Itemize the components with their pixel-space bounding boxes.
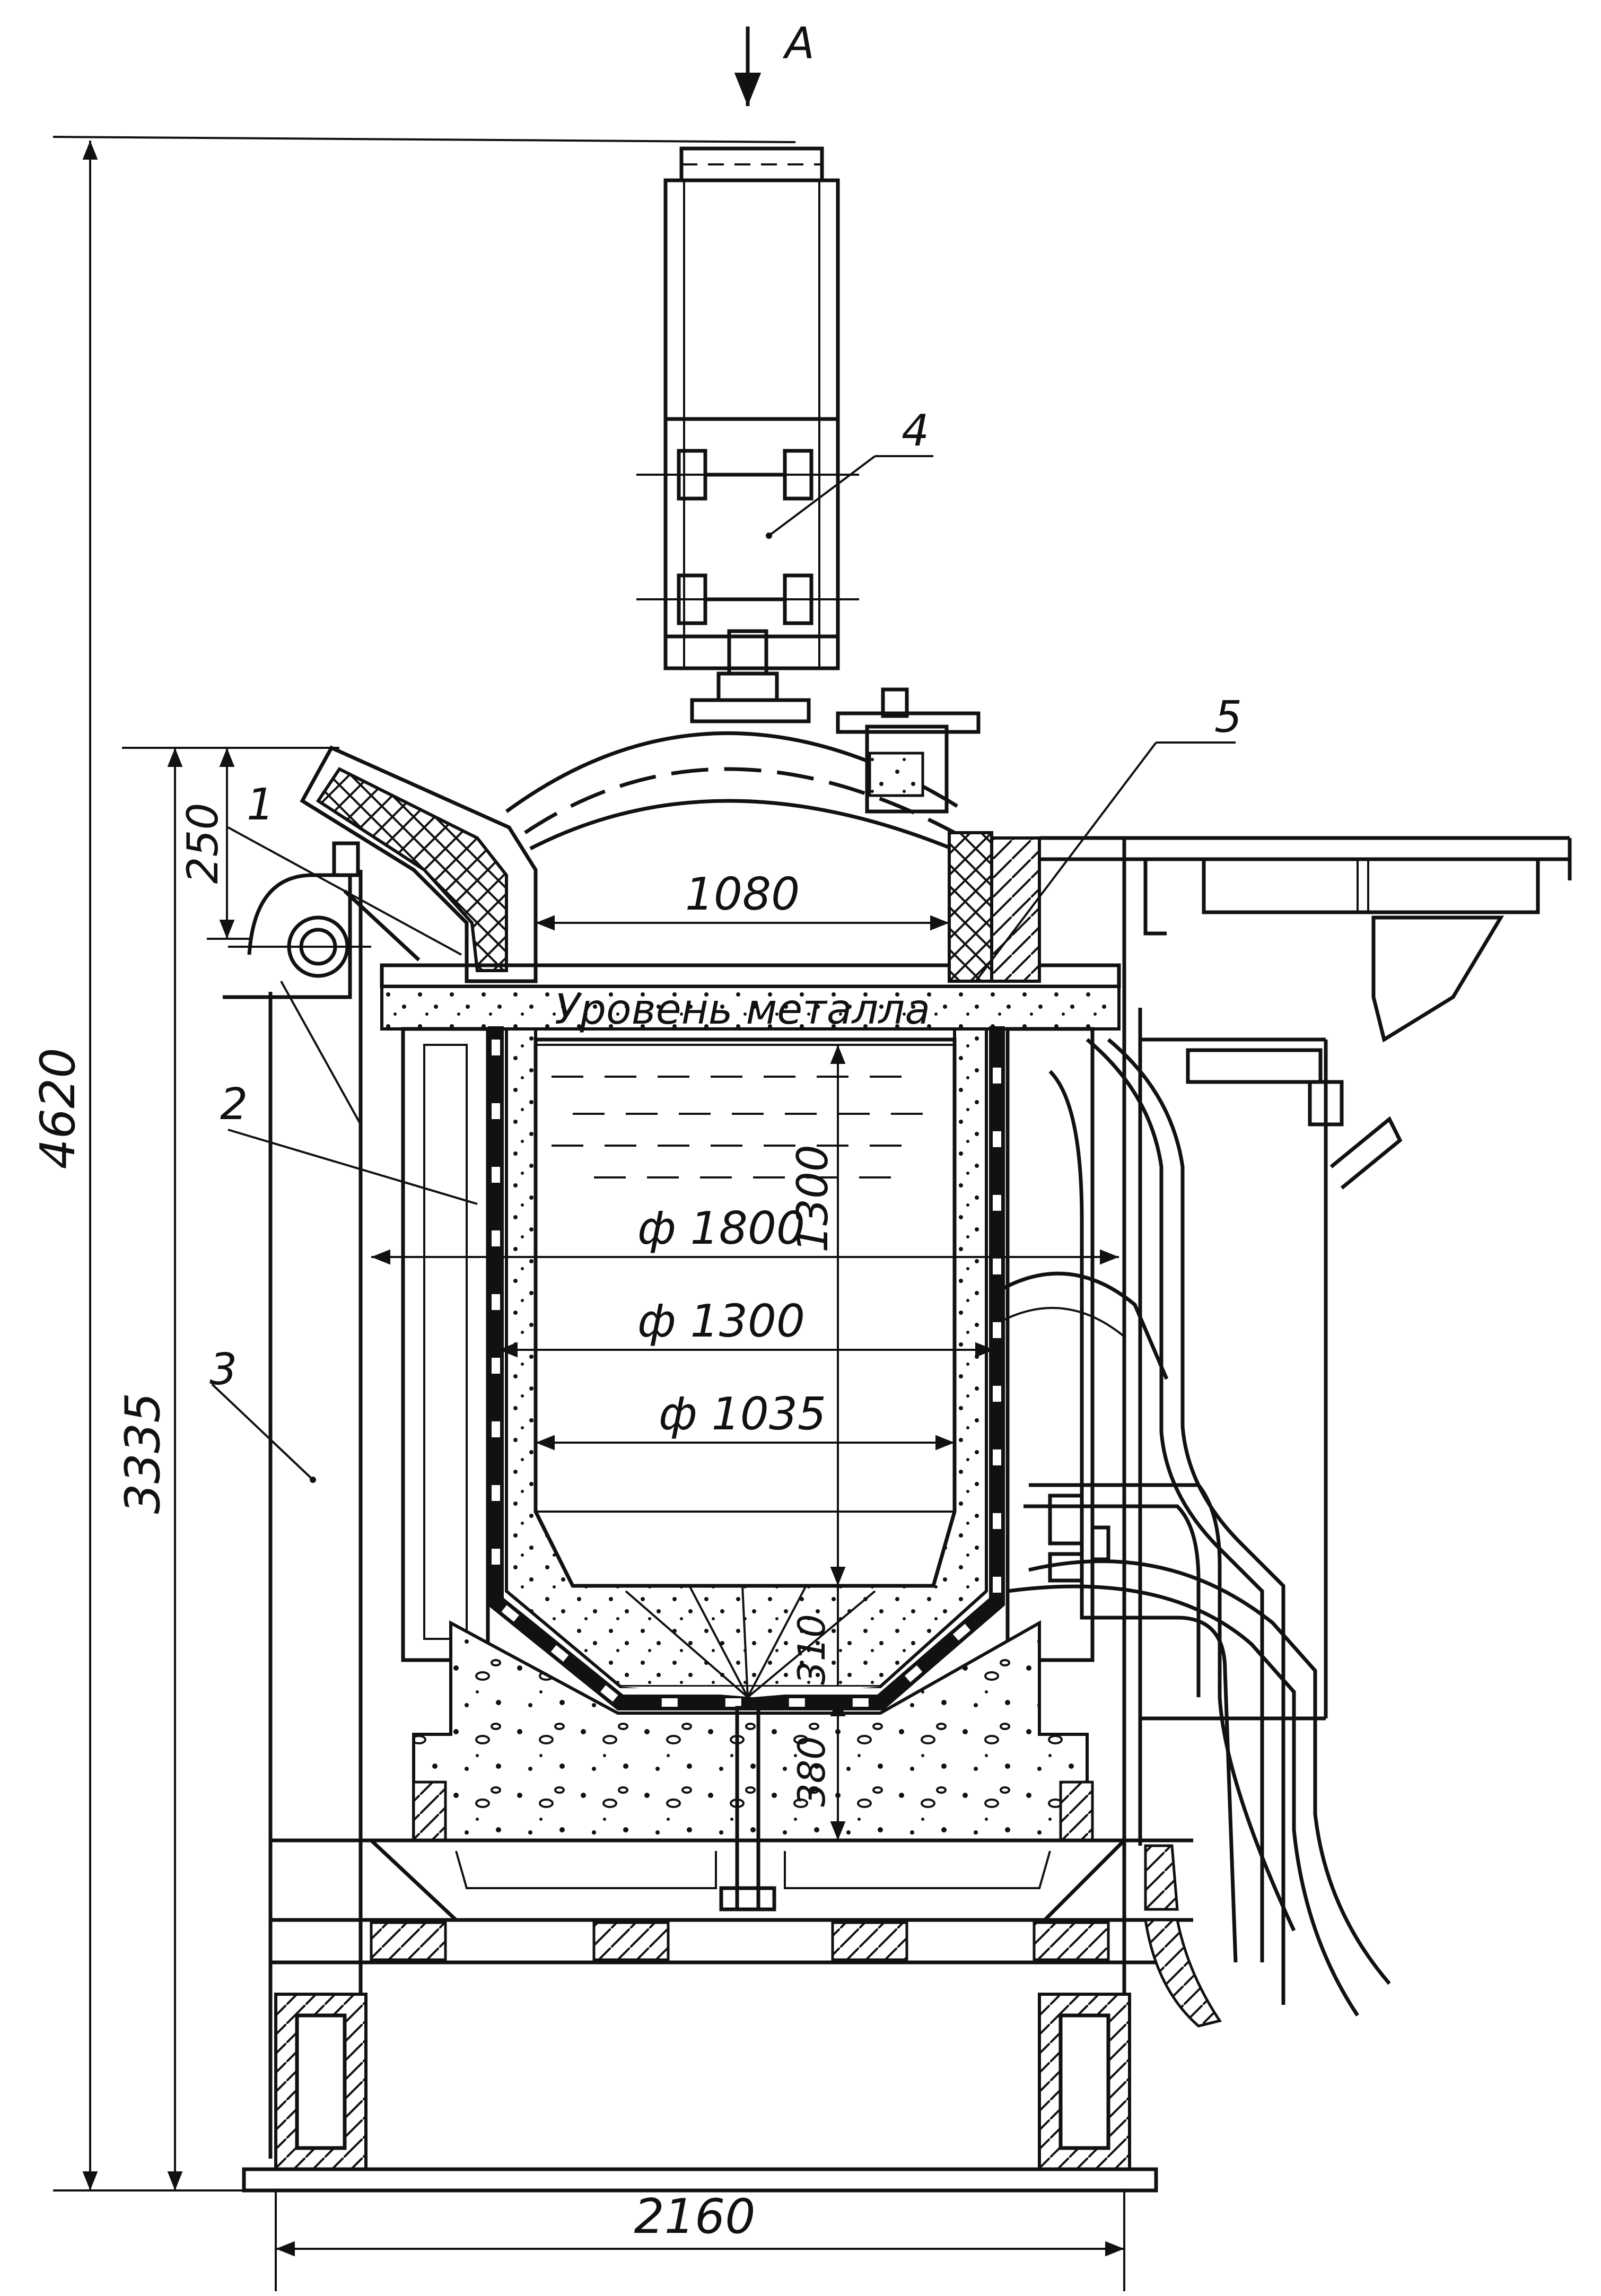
cooling-pipes (1001, 1038, 1391, 2028)
work-platform (1039, 836, 1572, 1190)
furnace-lid (505, 687, 981, 851)
dimension-top-opening-label: 1080 (685, 868, 800, 921)
dimension-total-height-label: 4620 (30, 1047, 86, 1169)
furnace-base (242, 1838, 1193, 2193)
metal-level-label: Уровень металла (555, 986, 930, 1034)
dimension-body-height-label: 3335 (115, 1392, 171, 1514)
callout-2: 2 (220, 1079, 248, 1130)
dimension-d-outer-label: ф 1800 (637, 1202, 805, 1255)
dimension-spout-height-label: 250 (178, 803, 228, 884)
dimension-base-width-label: 2160 (634, 2189, 755, 2245)
dimension-bottom-taper-label: 310 (790, 1614, 834, 1685)
callout-4: 4 (902, 406, 929, 456)
inductor-coil (488, 1026, 1005, 1710)
dimension-d-inner-label: ф 1035 (659, 1388, 826, 1441)
dimension-total-height (53, 136, 796, 2192)
callout-leaders (211, 455, 1236, 1483)
pouring-spout (300, 745, 538, 983)
callout-5: 5 (1214, 692, 1242, 743)
dimension-spout-height (207, 747, 260, 940)
top-ring (380, 831, 1121, 1031)
furnace-bottom (412, 1585, 1094, 1911)
tilt-pivot (223, 841, 371, 999)
callout-1: 1 (247, 780, 274, 830)
callout-3: 3 (209, 1345, 237, 1395)
dimension-depth-label: 1300 (788, 1145, 837, 1253)
dimension-d-middle-label: ф 1300 (637, 1295, 805, 1348)
dimension-base-width (275, 2190, 1125, 2291)
view-arrow-label: A (782, 19, 815, 69)
dimension-bottom-thickness-label: 380 (790, 1736, 834, 1807)
lid-drive-cylinder (636, 146, 859, 723)
